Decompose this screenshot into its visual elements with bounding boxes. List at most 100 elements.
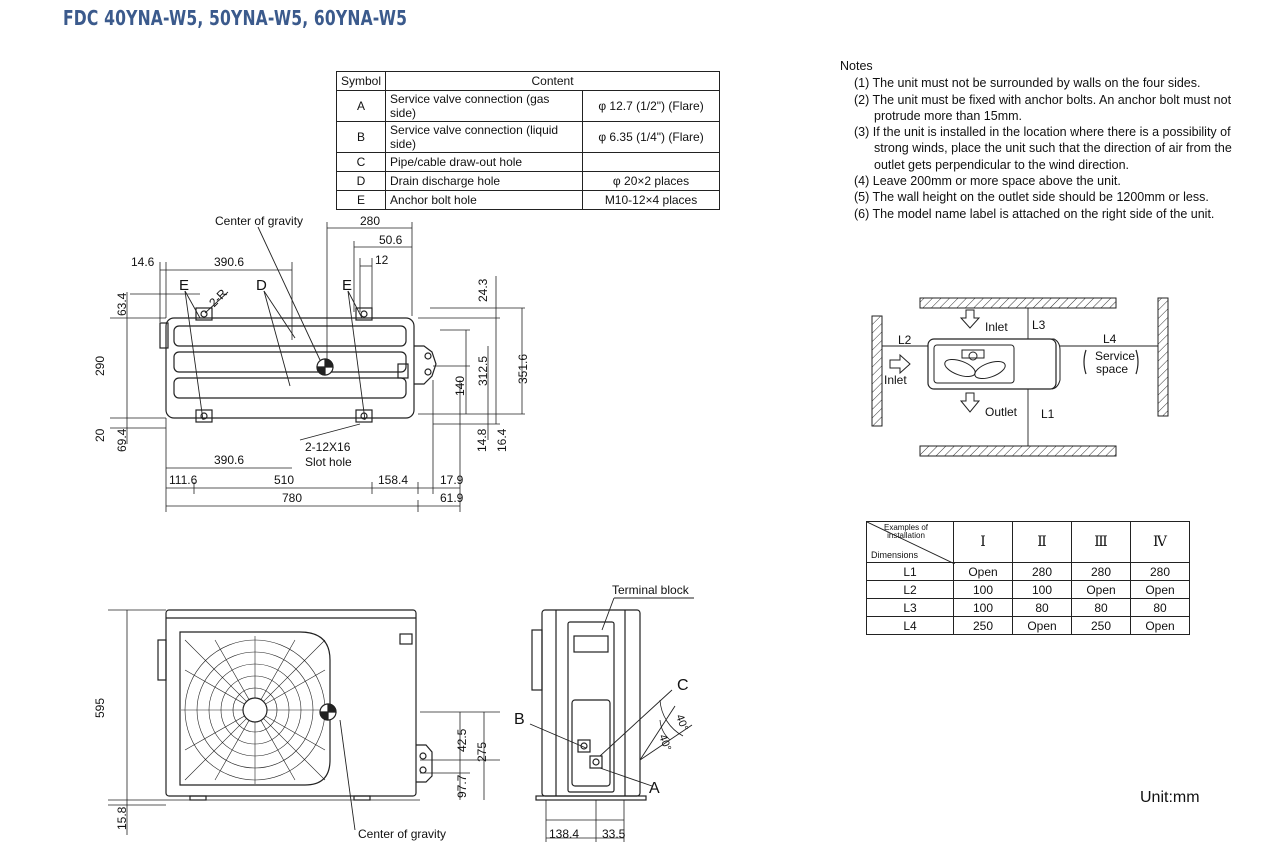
- top-view-body: [165, 317, 415, 419]
- examples-cell: 100: [1012, 580, 1072, 599]
- spec-row: B Service valve connection (liquid side)…: [335, 121, 721, 153]
- examples-cell: 280: [1071, 562, 1131, 581]
- dim-label: 15.8: [115, 806, 129, 830]
- dim-label: 12: [375, 253, 389, 267]
- notes-heading: Notes: [840, 59, 873, 73]
- spec-row: E Anchor bolt hole M10-12×4 places: [335, 190, 721, 210]
- examples-column-header: Ⅰ: [953, 521, 1013, 563]
- unit-outline: [927, 338, 1057, 390]
- spec-header-symbol: Symbol: [335, 71, 387, 91]
- valve-label-b: B: [514, 711, 525, 728]
- side-view: [529, 597, 694, 842]
- installation-diagram: [871, 297, 1169, 457]
- installation-labels: Inlet Inlet Outlet Service space L3 L2 L…: [884, 318, 1135, 421]
- dim-label: 312.5: [476, 356, 490, 386]
- l4-label: L4: [1103, 332, 1117, 346]
- dim-label: 111.6: [169, 473, 198, 487]
- examples-column-header: Ⅱ: [1012, 521, 1072, 563]
- examples-corner-bottom: Dimensions: [871, 550, 919, 560]
- right-wall: [1157, 297, 1169, 417]
- dim-label: 61.9: [440, 491, 464, 505]
- side-view-labels: Terminal block B C A 40° 40° 138.4 33.5: [514, 583, 690, 841]
- angle-label: 40°: [673, 713, 690, 733]
- dim-label: 97.7: [455, 774, 469, 798]
- top-cog-label: Center of gravity: [215, 214, 303, 228]
- dim-label: 14.8: [475, 428, 489, 452]
- dim-label: 24.3: [476, 278, 490, 302]
- dim-label: 63.4: [115, 292, 129, 316]
- dim-label: 69.4: [115, 428, 129, 452]
- dim-label: 14.6: [131, 255, 155, 269]
- outlet-arrow: [959, 392, 981, 413]
- valve-label-a: A: [649, 780, 660, 797]
- examples-cell: 280: [1012, 562, 1072, 581]
- dim-label: 275: [475, 742, 489, 762]
- examples-cell: Open: [1071, 580, 1131, 599]
- dim-label: 290: [93, 356, 107, 376]
- radius-label: 2-R: [206, 286, 230, 310]
- note-item: (4) Leave 200mm or more space above the …: [854, 174, 1121, 189]
- slot-label: 2-12X16: [305, 440, 351, 454]
- examples-cell: 80: [1012, 598, 1072, 617]
- examples-cell: 100: [953, 580, 1013, 599]
- spec-table: Symbol Content A Service valve connectio…: [335, 71, 721, 210]
- l2-label: L2: [898, 333, 912, 347]
- examples-cell: 250: [953, 616, 1013, 635]
- examples-row: L3 100 80 80 80: [866, 598, 1190, 617]
- dim-label: 140: [453, 376, 467, 396]
- dim-label: 780: [282, 491, 302, 505]
- notes: Notes (1) The unit must not be surrounde…: [840, 58, 1260, 222]
- spec-symbol: D: [335, 171, 387, 191]
- dim-label: 351.6: [516, 354, 530, 384]
- dim-label: 390.6: [214, 255, 244, 269]
- examples-cell: Open: [1130, 616, 1190, 635]
- examples-column-header: Ⅲ: [1071, 521, 1131, 563]
- examples-row: L1 Open 280 280 280: [866, 562, 1190, 581]
- note-item: (5) The wall height on the outlet side s…: [854, 190, 1209, 205]
- dim-label: 42.5: [455, 728, 469, 752]
- spec-value: φ 6.35 (1/4") (Flare): [582, 121, 721, 153]
- top-view: [110, 222, 525, 512]
- spec-content: Anchor bolt hole: [385, 190, 584, 210]
- space-label: space: [1096, 362, 1128, 376]
- dim-label: 595: [93, 698, 107, 718]
- examples-corner-top: Examples of installation: [883, 523, 929, 540]
- ceiling-wall: [919, 297, 1117, 309]
- dim-label: 20: [93, 428, 107, 442]
- note-item: (3) If the unit is installed in the loca…: [854, 125, 1232, 172]
- examples-row-name: L2: [866, 580, 954, 599]
- dim-label: 390.6: [214, 453, 244, 467]
- spec-symbol: A: [335, 90, 387, 122]
- examples-cell: 100: [953, 598, 1013, 617]
- top-view-labels: Center of gravity 280 50.6 12 14.6 390.6…: [93, 214, 530, 505]
- front-view: [108, 609, 500, 835]
- examples-cell: 80: [1071, 598, 1131, 617]
- floor-wall: [919, 445, 1117, 457]
- front-view-body: [165, 609, 417, 797]
- drain-label-d: D: [256, 277, 267, 294]
- dim-label: 158.4: [378, 473, 408, 487]
- examples-cell: Open: [953, 562, 1013, 581]
- dim-label: 33.5: [602, 827, 626, 841]
- inlet-label: Inlet: [985, 320, 1008, 334]
- examples-cell: 80: [1130, 598, 1190, 617]
- spec-row: C Pipe/cable draw-out hole: [335, 152, 721, 172]
- page-title: FDC 40YNA-W5, 50YNA-W5, 60YNA-W5: [63, 6, 408, 30]
- spec-value: φ 12.7 (1/2") (Flare): [582, 90, 721, 122]
- examples-cell: 280: [1130, 562, 1190, 581]
- spec-value: φ 20×2 places: [582, 171, 721, 191]
- examples-row-name: L3: [866, 598, 954, 617]
- examples-cell: Open: [1130, 580, 1190, 599]
- front-cog-label: Center of gravity: [358, 827, 446, 841]
- dim-label: 510: [274, 473, 294, 487]
- angle-label: 40°: [656, 733, 673, 753]
- spec-row: A Service valve connection (gas side) φ …: [335, 90, 721, 122]
- inlet-arrow-left: [889, 353, 911, 375]
- examples-cell: 250: [1071, 616, 1131, 635]
- spec-content: Service valve connection (liquid side): [385, 121, 584, 153]
- spec-content: Service valve connection (gas side): [385, 90, 584, 122]
- dim-label: 280: [360, 214, 380, 228]
- outlet-label: Outlet: [985, 405, 1018, 419]
- spec-content: Pipe/cable draw-out hole: [385, 152, 584, 172]
